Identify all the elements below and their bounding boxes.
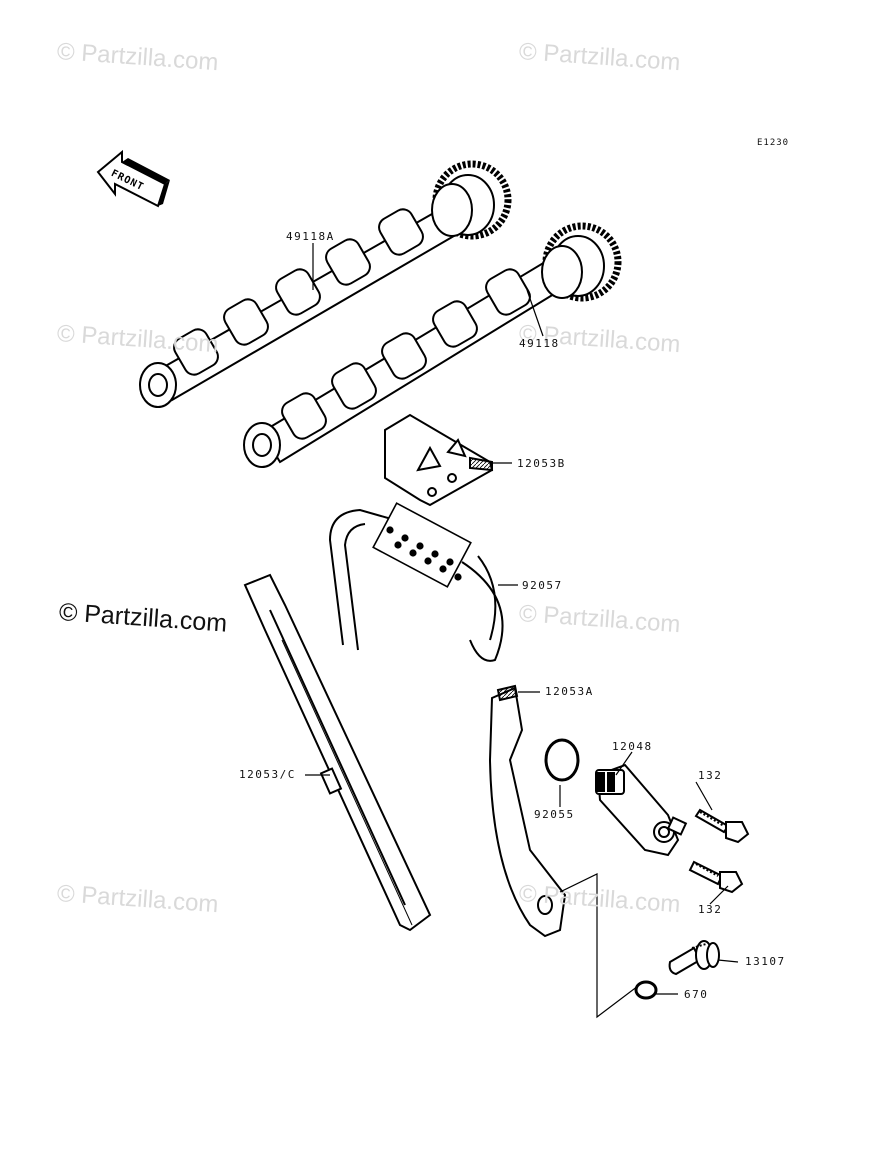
tensioner-guide-12053a <box>488 684 567 938</box>
part-label-13107[interactable]: 13107 <box>745 955 786 968</box>
chain-guide-12053c <box>243 573 432 932</box>
part-label-49118a[interactable]: 49118A <box>286 230 335 243</box>
bolt-13107 <box>668 940 720 976</box>
camshaft-49118 <box>243 222 622 468</box>
bolt-132-lower <box>688 860 744 894</box>
o-ring-92055 <box>544 738 580 782</box>
part-label-92055[interactable]: 92055 <box>534 808 575 821</box>
camshaft-49118a <box>139 160 512 408</box>
part-label-92057[interactable]: 92057 <box>522 579 563 592</box>
front-arrow-icon <box>96 149 170 208</box>
part-label-670[interactable]: 670 <box>684 988 709 1001</box>
part-label-12048[interactable]: 12048 <box>612 740 653 753</box>
part-label-49118[interactable]: 49118 <box>519 337 560 350</box>
leader-lines <box>305 243 739 1019</box>
part-label-132-upper[interactable]: 132 <box>698 769 723 782</box>
washer-670 <box>634 980 658 1000</box>
chain-guide-12053b <box>384 413 494 507</box>
chain-tensioner-12048 <box>595 763 688 857</box>
part-label-132-lower[interactable]: 132 <box>698 903 723 916</box>
cam-chain-92057 <box>328 502 504 662</box>
part-label-12053b[interactable]: 12053B <box>517 457 566 470</box>
part-label-12053a[interactable]: 12053A <box>545 685 594 698</box>
part-label-12053c[interactable]: 12053/C <box>239 768 296 781</box>
bolt-132-upper <box>694 808 750 844</box>
diagram-code: E1230 <box>757 138 790 148</box>
